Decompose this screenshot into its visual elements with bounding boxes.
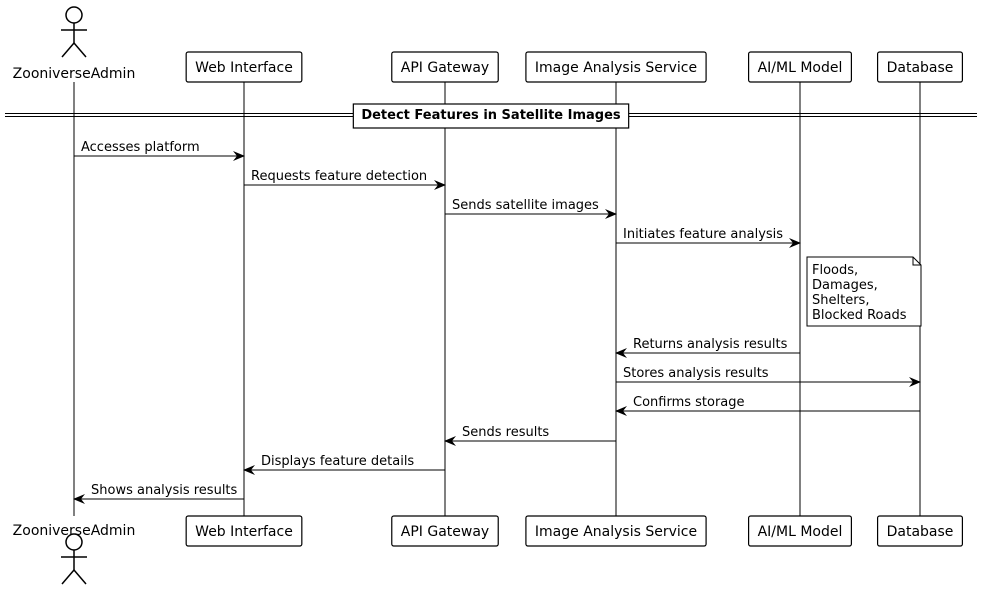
participant-database-top: Database [876, 51, 964, 83]
message-accesses-platform: Accesses platform [74, 140, 245, 161]
participant-label: Web Interface [195, 60, 293, 76]
participant-box [185, 515, 303, 547]
section-divider: Detect Features in Satellite Images [5, 103, 977, 129]
participant-label: Image Analysis Service [535, 524, 697, 540]
participant-label: Web Interface [195, 524, 293, 540]
message-label: Shows analysis results [91, 483, 238, 498]
participant-box [391, 51, 499, 83]
participant-ai-ml-model-bottom: AI/ML Model [748, 515, 852, 547]
participant-label: API Gateway [401, 60, 489, 76]
note-line: Damages, [812, 278, 878, 293]
participant-web-interface-top: Web Interface [185, 51, 303, 83]
participant-ai-ml-model-top: AI/ML Model [748, 51, 852, 83]
participant-box [185, 51, 303, 83]
message-label: Sends results [462, 425, 549, 440]
actor-label: ZooniverseAdmin [13, 66, 136, 82]
message-label: Sends satellite images [452, 198, 599, 213]
message-label: Accesses platform [81, 140, 200, 155]
participant-box [391, 515, 499, 547]
message-label: Confirms storage [633, 395, 745, 410]
message-sends-satellite-images: Sends satellite images [445, 198, 617, 219]
participant-image-analysis-service-bottom: Image Analysis Service [525, 515, 707, 547]
participant-box [876, 515, 964, 547]
actor-top: ZooniverseAdmin [13, 6, 136, 82]
message-stores-analysis-results: Stores analysis results [616, 366, 921, 387]
message-returns-analysis-results: Returns analysis results [615, 337, 800, 358]
participant-api-gateway-bottom: API Gateway [391, 515, 499, 547]
participant-box [748, 51, 852, 83]
message-requests-feature-detection: Requests feature detection [244, 169, 446, 190]
actor-label: ZooniverseAdmin [13, 523, 136, 539]
participant-label: AI/ML Model [758, 60, 843, 76]
message-label: Displays feature details [261, 454, 414, 469]
stick-figure-icon [61, 6, 87, 58]
participant-box [748, 515, 852, 547]
message-label: Initiates feature analysis [623, 227, 783, 242]
message-label: Stores analysis results [623, 366, 769, 381]
participant-label: API Gateway [401, 524, 489, 540]
divider-title: Detect Features in Satellite Images [361, 108, 621, 123]
participant-label: Database [887, 60, 954, 76]
message-confirms-storage: Confirms storage [615, 395, 920, 416]
note-line: Shelters, [812, 293, 869, 308]
message-displays-feature-details: Displays feature details [243, 454, 445, 475]
message-sends-results: Sends results [444, 425, 616, 446]
note-line: Blocked Roads [812, 308, 907, 323]
message-initiates-feature-analysis: Initiates feature analysis [616, 227, 801, 248]
participant-box [876, 51, 964, 83]
participant-label: Database [887, 524, 954, 540]
participant-box [525, 515, 707, 547]
participant-database-bottom: Database [876, 515, 964, 547]
message-label: Requests feature detection [251, 169, 427, 184]
stick-figure-icon [61, 533, 87, 585]
participant-box [525, 51, 707, 83]
participant-api-gateway-top: API Gateway [391, 51, 499, 83]
message-shows-analysis-results: Shows analysis results [73, 483, 244, 504]
actor-bottom: ZooniverseAdmin [13, 523, 136, 585]
note: Floods,Damages,Shelters,Blocked Roads [806, 256, 922, 327]
message-label: Returns analysis results [633, 337, 788, 352]
participant-image-analysis-service-top: Image Analysis Service [525, 51, 707, 83]
participant-web-interface-bottom: Web Interface [185, 515, 303, 547]
note-line: Floods, [812, 263, 858, 278]
participant-label: Image Analysis Service [535, 60, 697, 76]
participant-label: AI/ML Model [758, 524, 843, 540]
